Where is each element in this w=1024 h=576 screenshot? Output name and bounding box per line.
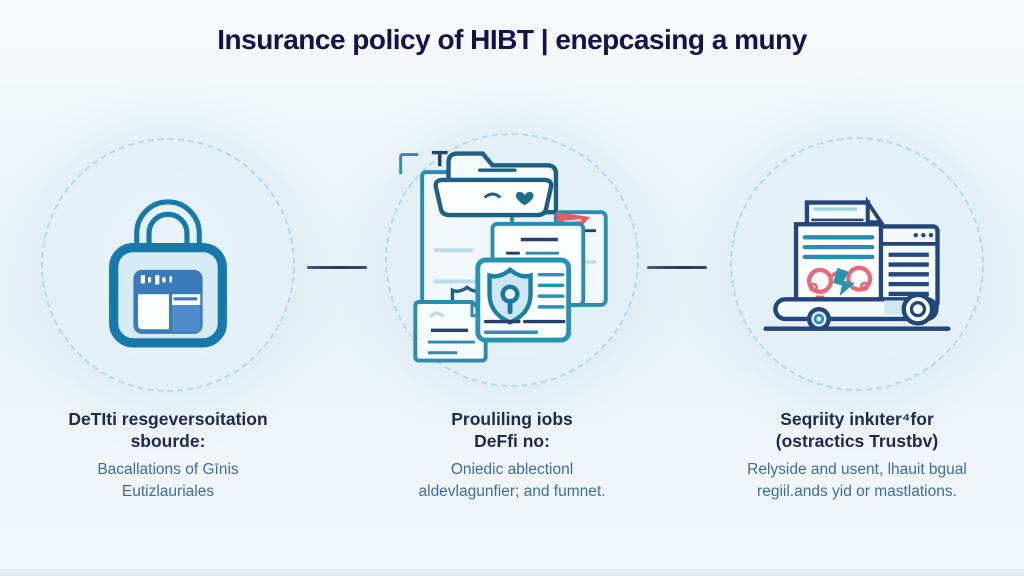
- bottom-edge-strip: [0, 569, 1024, 576]
- page-title: Insurance policy of HIBT | enepcasing a …: [217, 24, 807, 55]
- heading-line: DeTIti resgeversoitation: [68, 409, 268, 429]
- laptop-documents-icon: [763, 196, 951, 331]
- connector-line-1: [307, 266, 367, 269]
- body-line: Bacallations of Gīnis: [97, 461, 239, 478]
- feature-heading-documents: Prouliling iobs DeFfi no:: [419, 408, 606, 452]
- feature-heading-laptop: Seqriity inkıter⁴for (ostractics Trustbv…: [747, 408, 967, 452]
- feature-heading-lock: DeTIti resgeversoitation sbourde:: [68, 408, 267, 452]
- feature-body-lock: Bacallations of Gīnis Eutizlauriales: [68, 459, 267, 502]
- icon-circle-lock: [41, 138, 295, 392]
- feature-column-lock: DeTIti resgeversoitation sbourde: Bacall…: [18, 138, 318, 502]
- feature-text-laptop: Seqriity inkıter⁴for (ostractics Trustbv…: [747, 408, 967, 502]
- documents-shield-icon: [399, 150, 608, 363]
- body-line: Relyside and usent, lhauit bgual: [747, 461, 967, 478]
- icon-circle-laptop: [730, 137, 984, 391]
- heading-line: DeFfi no:: [474, 431, 550, 451]
- feature-text-documents: Prouliling iobs DeFfi no: Oniedic ablect…: [419, 408, 606, 502]
- heading-line: (ostractics Trustbv): [775, 431, 939, 451]
- icon-circle-documents: [385, 133, 639, 387]
- heading-line: sbourde:: [130, 431, 206, 451]
- body-line: regiil.ands yid or mastlations.: [757, 482, 957, 500]
- connector-line-2: [647, 266, 707, 269]
- padlock-card-icon: [109, 199, 227, 348]
- heading-line: Prouliling iobs: [451, 409, 573, 429]
- feature-text-lock: DeTIti resgeversoitation sbourde: Bacall…: [68, 408, 267, 502]
- body-line: Oniedic ablectionl: [450, 461, 574, 478]
- feature-column-laptop: Seqriity inkıter⁴for (ostractics Trustbv…: [702, 137, 1012, 502]
- feature-body-laptop: Relyside and usent, lhauit bgual regiil.…: [747, 459, 967, 502]
- body-line: Eutizlauriales: [121, 482, 215, 500]
- body-line: aldevlagunfier; and fumnet.: [418, 482, 606, 500]
- heading-line: Seqriity inkıter⁴for: [780, 409, 934, 429]
- feature-column-documents: Prouliling iobs DeFfi no: Oniedic ablect…: [362, 133, 662, 502]
- feature-body-documents: Oniedic ablectionl aldevlagunfier; and f…: [419, 459, 606, 502]
